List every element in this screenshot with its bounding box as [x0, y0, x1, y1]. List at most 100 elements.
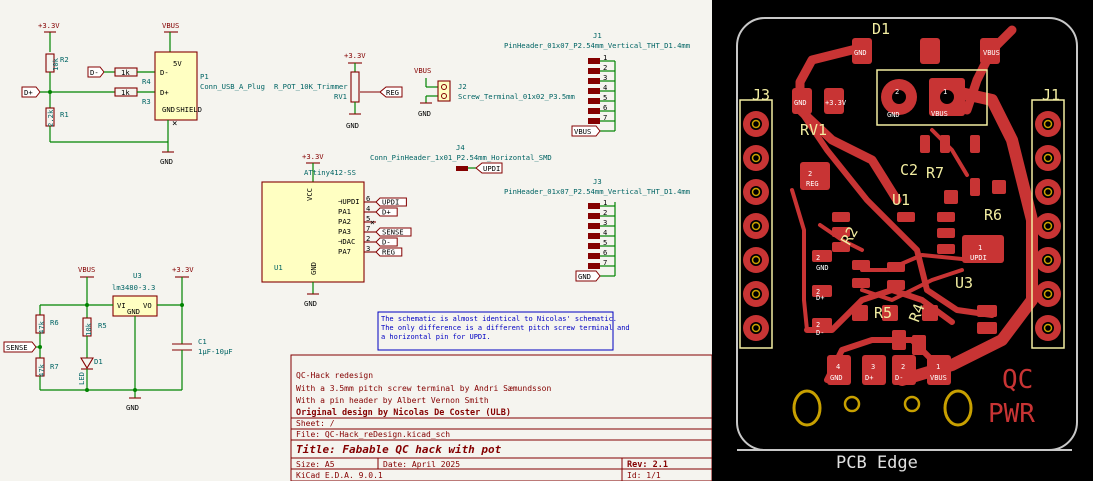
d1-value: LED: [77, 372, 86, 385]
smd-pad-15: [970, 178, 980, 196]
u1-vcc: VCC: [305, 188, 314, 201]
j3pins-pin-6: [588, 253, 600, 259]
smd-pad-8: [852, 260, 870, 270]
smd-pad-11: [887, 280, 905, 290]
r5-ref: R5: [98, 321, 107, 330]
j3pins-pin-num-3: 3: [603, 218, 607, 227]
r3-value: 1k: [121, 88, 130, 97]
net-gnd-j3: GND: [578, 272, 591, 281]
smd-pad-19: [812, 285, 832, 297]
title-block: QC-Hack redesign With a 3.5mm pitch scre…: [290, 354, 713, 482]
u1-net-label-PA1: [375, 207, 398, 217]
u3-gnd: GND: [127, 307, 140, 316]
j1pins-pin-6: [588, 108, 600, 114]
svg-text:1: 1: [978, 244, 982, 252]
j4-ref: J4: [456, 143, 465, 152]
gnd-label-j2: GND: [418, 109, 431, 118]
j2-value: Screw_Terminal_01x02_P3.5mm: [458, 92, 575, 101]
note-box: The schematic is almost identical to Nic…: [377, 311, 630, 351]
smd-pad-4: [897, 212, 915, 222]
usb-pad-num-1: 1: [936, 363, 940, 371]
r6-value: 47k: [37, 320, 46, 334]
pcb-ref-u3: U3: [955, 274, 973, 292]
j3pins-pin-2: [588, 213, 600, 219]
smd-pad-3: [832, 242, 850, 252]
u1-net-label-PA3: [375, 227, 412, 237]
pcb-ref-rv1: RV1: [800, 121, 827, 139]
net-dplus-left: D+: [24, 88, 33, 97]
gnd-label-u1: GND: [304, 299, 317, 308]
pcb-canvas: J3 J1 D1 GND VBUS GND 2 VBUS 1 RV1 GND +…: [736, 17, 1078, 473]
j3pins-pin-1: [588, 203, 600, 209]
smd-pad-14: [970, 135, 980, 153]
d1-ref: D1: [94, 357, 103, 366]
j3pins-pin-num-4: 4: [603, 228, 607, 237]
j1pins-pin-3: [588, 78, 600, 84]
r4-ref: R4: [142, 77, 151, 86]
j3pins-pin-5: [588, 243, 600, 249]
r2-ref: R2: [60, 55, 69, 64]
tb-line1: QC-Hack redesign: [296, 371, 373, 380]
pcb-edge-label: PCB Edge: [836, 453, 918, 473]
j1pins-pin-num-2: 2: [603, 63, 607, 72]
usb-pin-dplus: D+: [160, 88, 169, 97]
j2-silkscreen: [876, 69, 988, 126]
j3pins-pin-7: [588, 263, 600, 269]
u1-net-label-UPDI: [375, 197, 407, 207]
c1-ref: C1: [198, 337, 207, 346]
svg-text:REG: REG: [806, 180, 819, 188]
svg-text:2: 2: [895, 88, 899, 96]
smd-pad-26: [977, 305, 997, 317]
j1-value: PinHeader_01x07_P2.54mm_Vertical_THT_D1.…: [504, 41, 690, 50]
pad-d1-vbus: [980, 38, 1000, 64]
pcb-ref-u1: U1: [892, 191, 910, 209]
smd-pad-17: [992, 180, 1006, 194]
j1pins-pin-num-7: 7: [603, 113, 607, 122]
smd-pad-18: [812, 250, 832, 262]
smd-pad-24: [892, 330, 906, 350]
tb-id: Id: 1/1: [627, 471, 661, 480]
note-line-3: a horizontal pin for UPDI.: [381, 333, 491, 341]
net-vbus-j1: VBUS: [574, 127, 591, 136]
usb-pad-net-1: VBUS: [930, 374, 947, 382]
usb-pad-4: [827, 355, 851, 385]
j4-pin-body: [456, 166, 468, 171]
u1-no-connect: ×: [370, 218, 375, 227]
j2-section: VBUS GND J2 Screw_Terminal_01x02_P3.5mm: [414, 66, 575, 118]
smd-pad-10: [887, 262, 905, 272]
usb-section: +3.3V R2 10k R1 2.2k D+ D- 1k R4 1k R3 V…: [21, 21, 265, 166]
u1-ref: U1: [274, 263, 283, 272]
j4-section: J4 Conn_PinHeader_1x01_P2.54mm_Horizonta…: [370, 143, 552, 174]
pad-rv1-3v3: [824, 88, 844, 114]
power-label-vbus-usb: VBUS: [162, 21, 179, 30]
tb-sheet: Sheet: /: [296, 419, 335, 428]
usb-pad-net-2: D-: [895, 374, 903, 382]
tb-rev: Rev: 2.1: [627, 460, 668, 470]
smd-pad-7: [937, 244, 955, 254]
r1-ref: R1: [60, 110, 69, 119]
svg-text:1: 1: [943, 88, 947, 96]
usb-pad-num-2: 2: [901, 363, 905, 371]
u1-pin-num-PA3: 7: [366, 224, 370, 233]
usb-pad-net-3: D+: [865, 374, 873, 382]
j3-pad-column: [743, 111, 769, 341]
smd-pad-label-2: GND: [816, 264, 829, 272]
c1-value: 1μF-10μF: [198, 347, 233, 356]
u3-value: lm3480-3.3: [112, 283, 155, 292]
u1-pin-num-DAC: 2: [366, 234, 370, 243]
smd-pad-6: [937, 228, 955, 238]
j3pins-pin-3: [588, 223, 600, 229]
smd-pad-label-4: D+: [816, 294, 824, 302]
u1-net-label-DAC: [375, 237, 398, 247]
tb-line4: Original design by Nicolas De Coster (UL…: [296, 407, 511, 418]
net-label-dplus-left: [21, 86, 41, 98]
smd-pad-16: [944, 190, 958, 204]
pad-rv1-reg: [800, 162, 830, 190]
smd-pad-label-1: 2: [816, 254, 820, 262]
brand-qc: QC: [1002, 365, 1033, 395]
u1-pin-num-UPDI: 6: [366, 194, 370, 203]
r1-value: 2.2k: [46, 109, 55, 127]
svg-text:GND: GND: [794, 99, 807, 107]
pot-value: R_POT_10K_Trimmer: [274, 82, 348, 91]
